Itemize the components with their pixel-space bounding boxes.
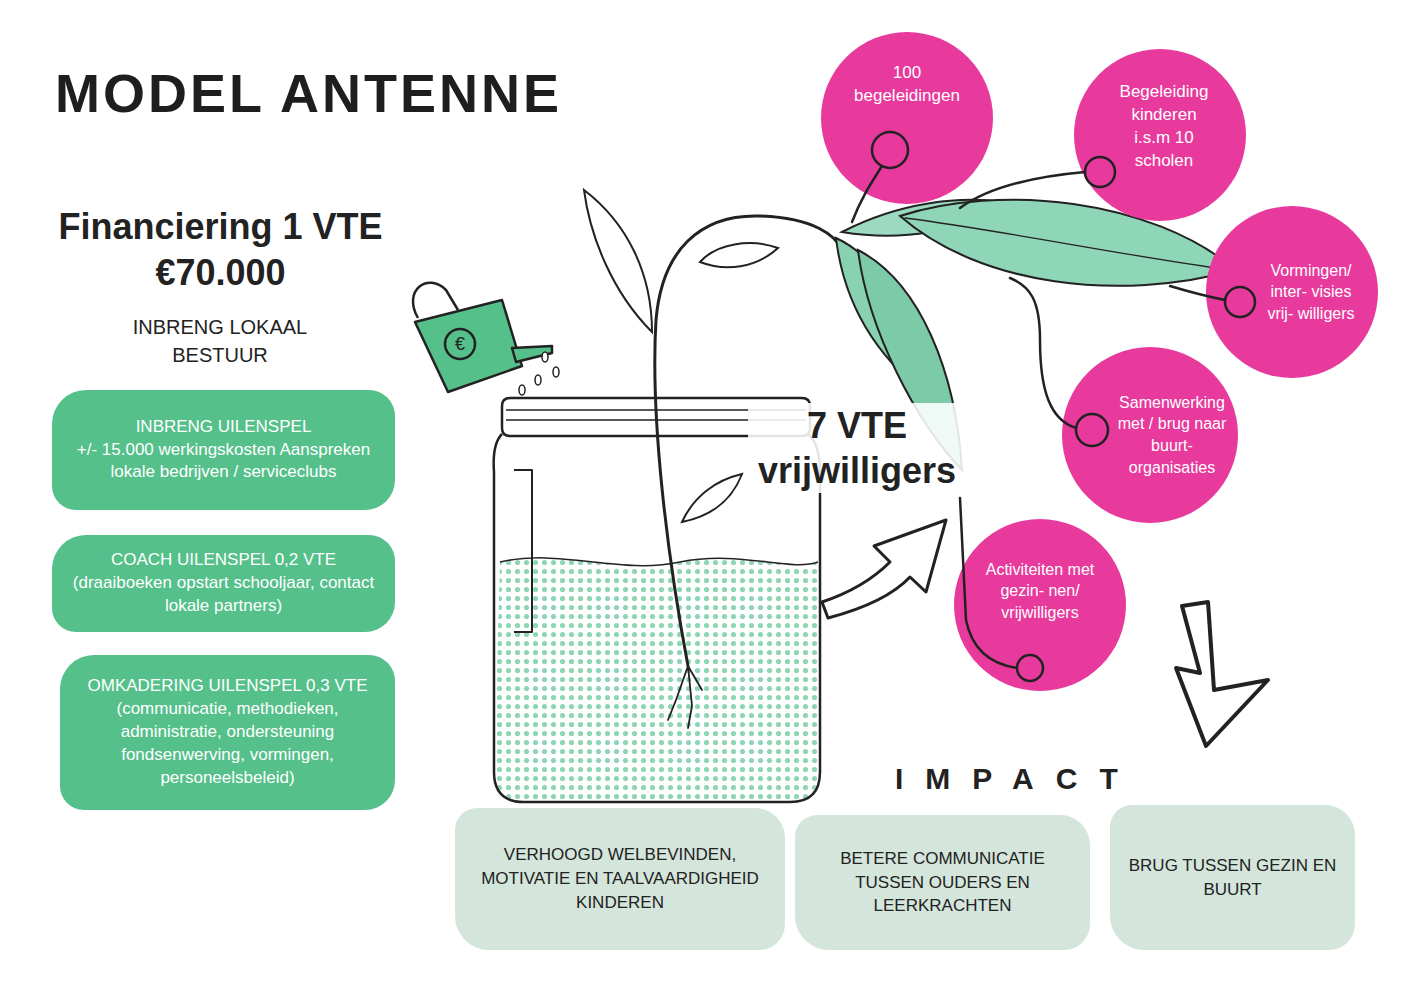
watering-can: [413, 283, 552, 392]
box-heading: INBRENG UILENSPEL: [70, 416, 377, 439]
leader-ring: [1225, 287, 1255, 317]
curved-arrow: [822, 520, 946, 618]
circle-text: 100 begeleidingen: [841, 62, 973, 108]
circle-text: Activiteiten met gezin- nen/ vrijwillige…: [982, 559, 1098, 624]
diagram-title: MODEL ANTENNE: [55, 62, 562, 124]
activity-circle: Vormingen/ inter- visies vrij- willigers: [1206, 206, 1378, 378]
down-arrow: [1176, 602, 1268, 746]
box-body: +/- 15.000 werkingskosten Aanspreken lok…: [70, 439, 377, 485]
circle-text-area: Vormingen/ inter- visies vrij- willigers: [1266, 206, 1356, 378]
contribution-box: OMKADERING UILENSPEL 0,3 VTE(communicati…: [60, 655, 395, 810]
funding-source: INBRENG LOKAAL BESTUUR: [130, 313, 310, 369]
circle-text: Samenwerking met / brug naar buurt- orga…: [1114, 392, 1230, 478]
circle-text-area: 100 begeleidingen: [841, 32, 973, 204]
box-heading: OMKADERING UILENSPEL 0,3 VTE: [78, 675, 377, 698]
circle-text: Vormingen/ inter- visies vrij- willigers: [1266, 260, 1356, 325]
box-heading: VERHOOGD WELBEVINDEN, MOTIVATIE EN TAALV…: [473, 843, 767, 914]
leader-line: [852, 166, 882, 222]
leader-ring: [1076, 414, 1108, 446]
leader-ring: [872, 132, 908, 168]
leader-ring: [1085, 157, 1115, 187]
contribution-box: INBRENG UILENSPEL+/- 15.000 werkingskost…: [52, 390, 395, 510]
leader-line: [960, 172, 1085, 208]
circle-text-area: Samenwerking met / brug naar buurt- orga…: [1114, 347, 1230, 523]
activity-circle: Activiteiten met gezin- nen/ vrijwillige…: [954, 519, 1126, 691]
leader-line: [1170, 286, 1225, 300]
box-heading: BRUG TUSSEN GEZIN EN BUURT: [1128, 854, 1337, 902]
box-heading: COACH UILENSPEL 0,2 VTE: [70, 549, 377, 572]
box-body: (draaiboeken opstart schooljaar, contact…: [70, 572, 377, 618]
plant: [584, 190, 1236, 728]
activity-circle: Samenwerking met / brug naar buurt- orga…: [1062, 347, 1238, 523]
impact-heading: IMPACT: [895, 762, 1195, 796]
leader-line: [960, 498, 1017, 668]
circle-text-area: Begeleiding kinderen i.s.m 10 scholen: [1114, 41, 1214, 213]
activity-circle: 100 begeleidingen: [821, 32, 993, 204]
euro-symbol: €: [448, 333, 472, 355]
impact-box: VERHOOGD WELBEVINDEN, MOTIVATIE EN TAALV…: [455, 808, 785, 950]
contribution-box: COACH UILENSPEL 0,2 VTE(draaiboeken opst…: [52, 535, 395, 632]
circle-text-area: Activiteiten met gezin- nen/ vrijwillige…: [982, 505, 1098, 677]
box-heading: BETERE COMMUNICATIE TUSSEN OUDERS EN LEE…: [813, 847, 1072, 918]
box-body: (communicatie, methodieken, administrati…: [78, 698, 377, 790]
water-drops: [519, 352, 559, 395]
volunteer-label: 7 VTE vrijwilligers: [748, 403, 966, 493]
circle-text: Begeleiding kinderen i.s.m 10 scholen: [1114, 81, 1214, 173]
funding-heading: Financiering 1 VTE €70.000: [48, 204, 393, 296]
impact-box: BETERE COMMUNICATIE TUSSEN OUDERS EN LEE…: [795, 815, 1090, 950]
impact-box: BRUG TUSSEN GEZIN EN BUURT: [1110, 805, 1355, 950]
leader-ring: [1017, 655, 1043, 681]
activity-circle: Begeleiding kinderen i.s.m 10 scholen: [1074, 49, 1246, 221]
leader-line: [1010, 278, 1076, 428]
